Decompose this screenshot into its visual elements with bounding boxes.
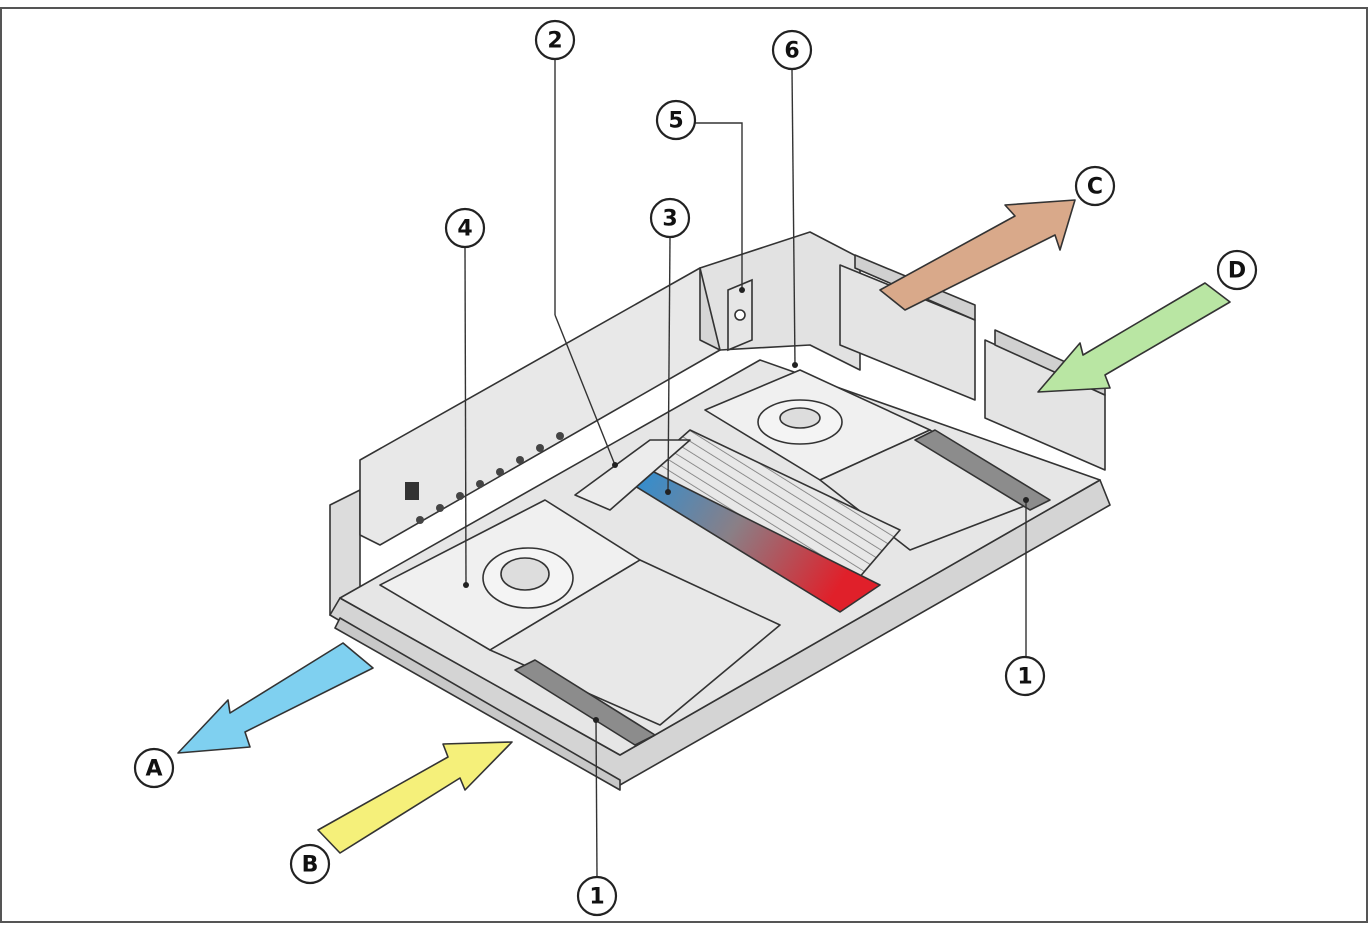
callout-6-circle [771,29,813,71]
flow-d-circle [1216,249,1258,291]
callout-1a-circle [576,875,618,917]
leader-1a [595,719,598,877]
callout-3-circle [649,197,691,239]
flow-a-circle [133,747,175,789]
leader-lines [464,60,1027,877]
flow-label-a: A [145,757,162,782]
exhaust-spigot [839,264,976,401]
fan-left-hub [500,557,550,591]
filter-slot-right [914,429,1051,511]
airflow-arrows [177,199,1231,854]
unit-body [329,231,1111,791]
fan-right-hub [779,407,821,429]
access-panel-left [489,559,781,726]
callout-5-circle [655,99,697,141]
callout-1b: 1 [1017,665,1032,690]
callout-1b-circle [1004,655,1046,697]
callout-4-circle [444,207,486,249]
leader-2b [554,314,616,466]
callout-3: 3 [662,207,677,232]
cable-glands [405,432,564,524]
arrow-b-extract [317,741,513,854]
callout-2: 2 [547,29,562,54]
callout-2-circle [534,19,576,61]
flow-b-circle [289,843,331,885]
flow-label-c: C [1087,175,1103,200]
bypass-panel [574,439,691,511]
callout-1a: 1 [589,885,604,910]
leader-dots [463,287,1029,723]
arrow-a-supply [177,642,374,754]
leader-3 [667,237,671,493]
flow-label-b: B [302,853,319,878]
leader-5 [695,122,743,290]
flow-label-d: D [1228,259,1246,284]
arrow-d-fresh [1037,282,1231,393]
arrow-c-exhaust [879,199,1076,311]
callout-labels: 2 6 5 3 4 1 1 C D A B [145,29,1246,910]
fans [482,399,843,609]
callout-4: 4 [457,217,472,242]
flow-c-circle [1074,165,1116,207]
callout-6: 6 [784,39,799,64]
leader-6 [791,69,796,366]
leader-4 [464,247,467,586]
callouts [133,19,1258,917]
bottom-rail [334,617,621,791]
sensor-bracket [727,278,753,352]
callout-5: 5 [668,109,683,134]
